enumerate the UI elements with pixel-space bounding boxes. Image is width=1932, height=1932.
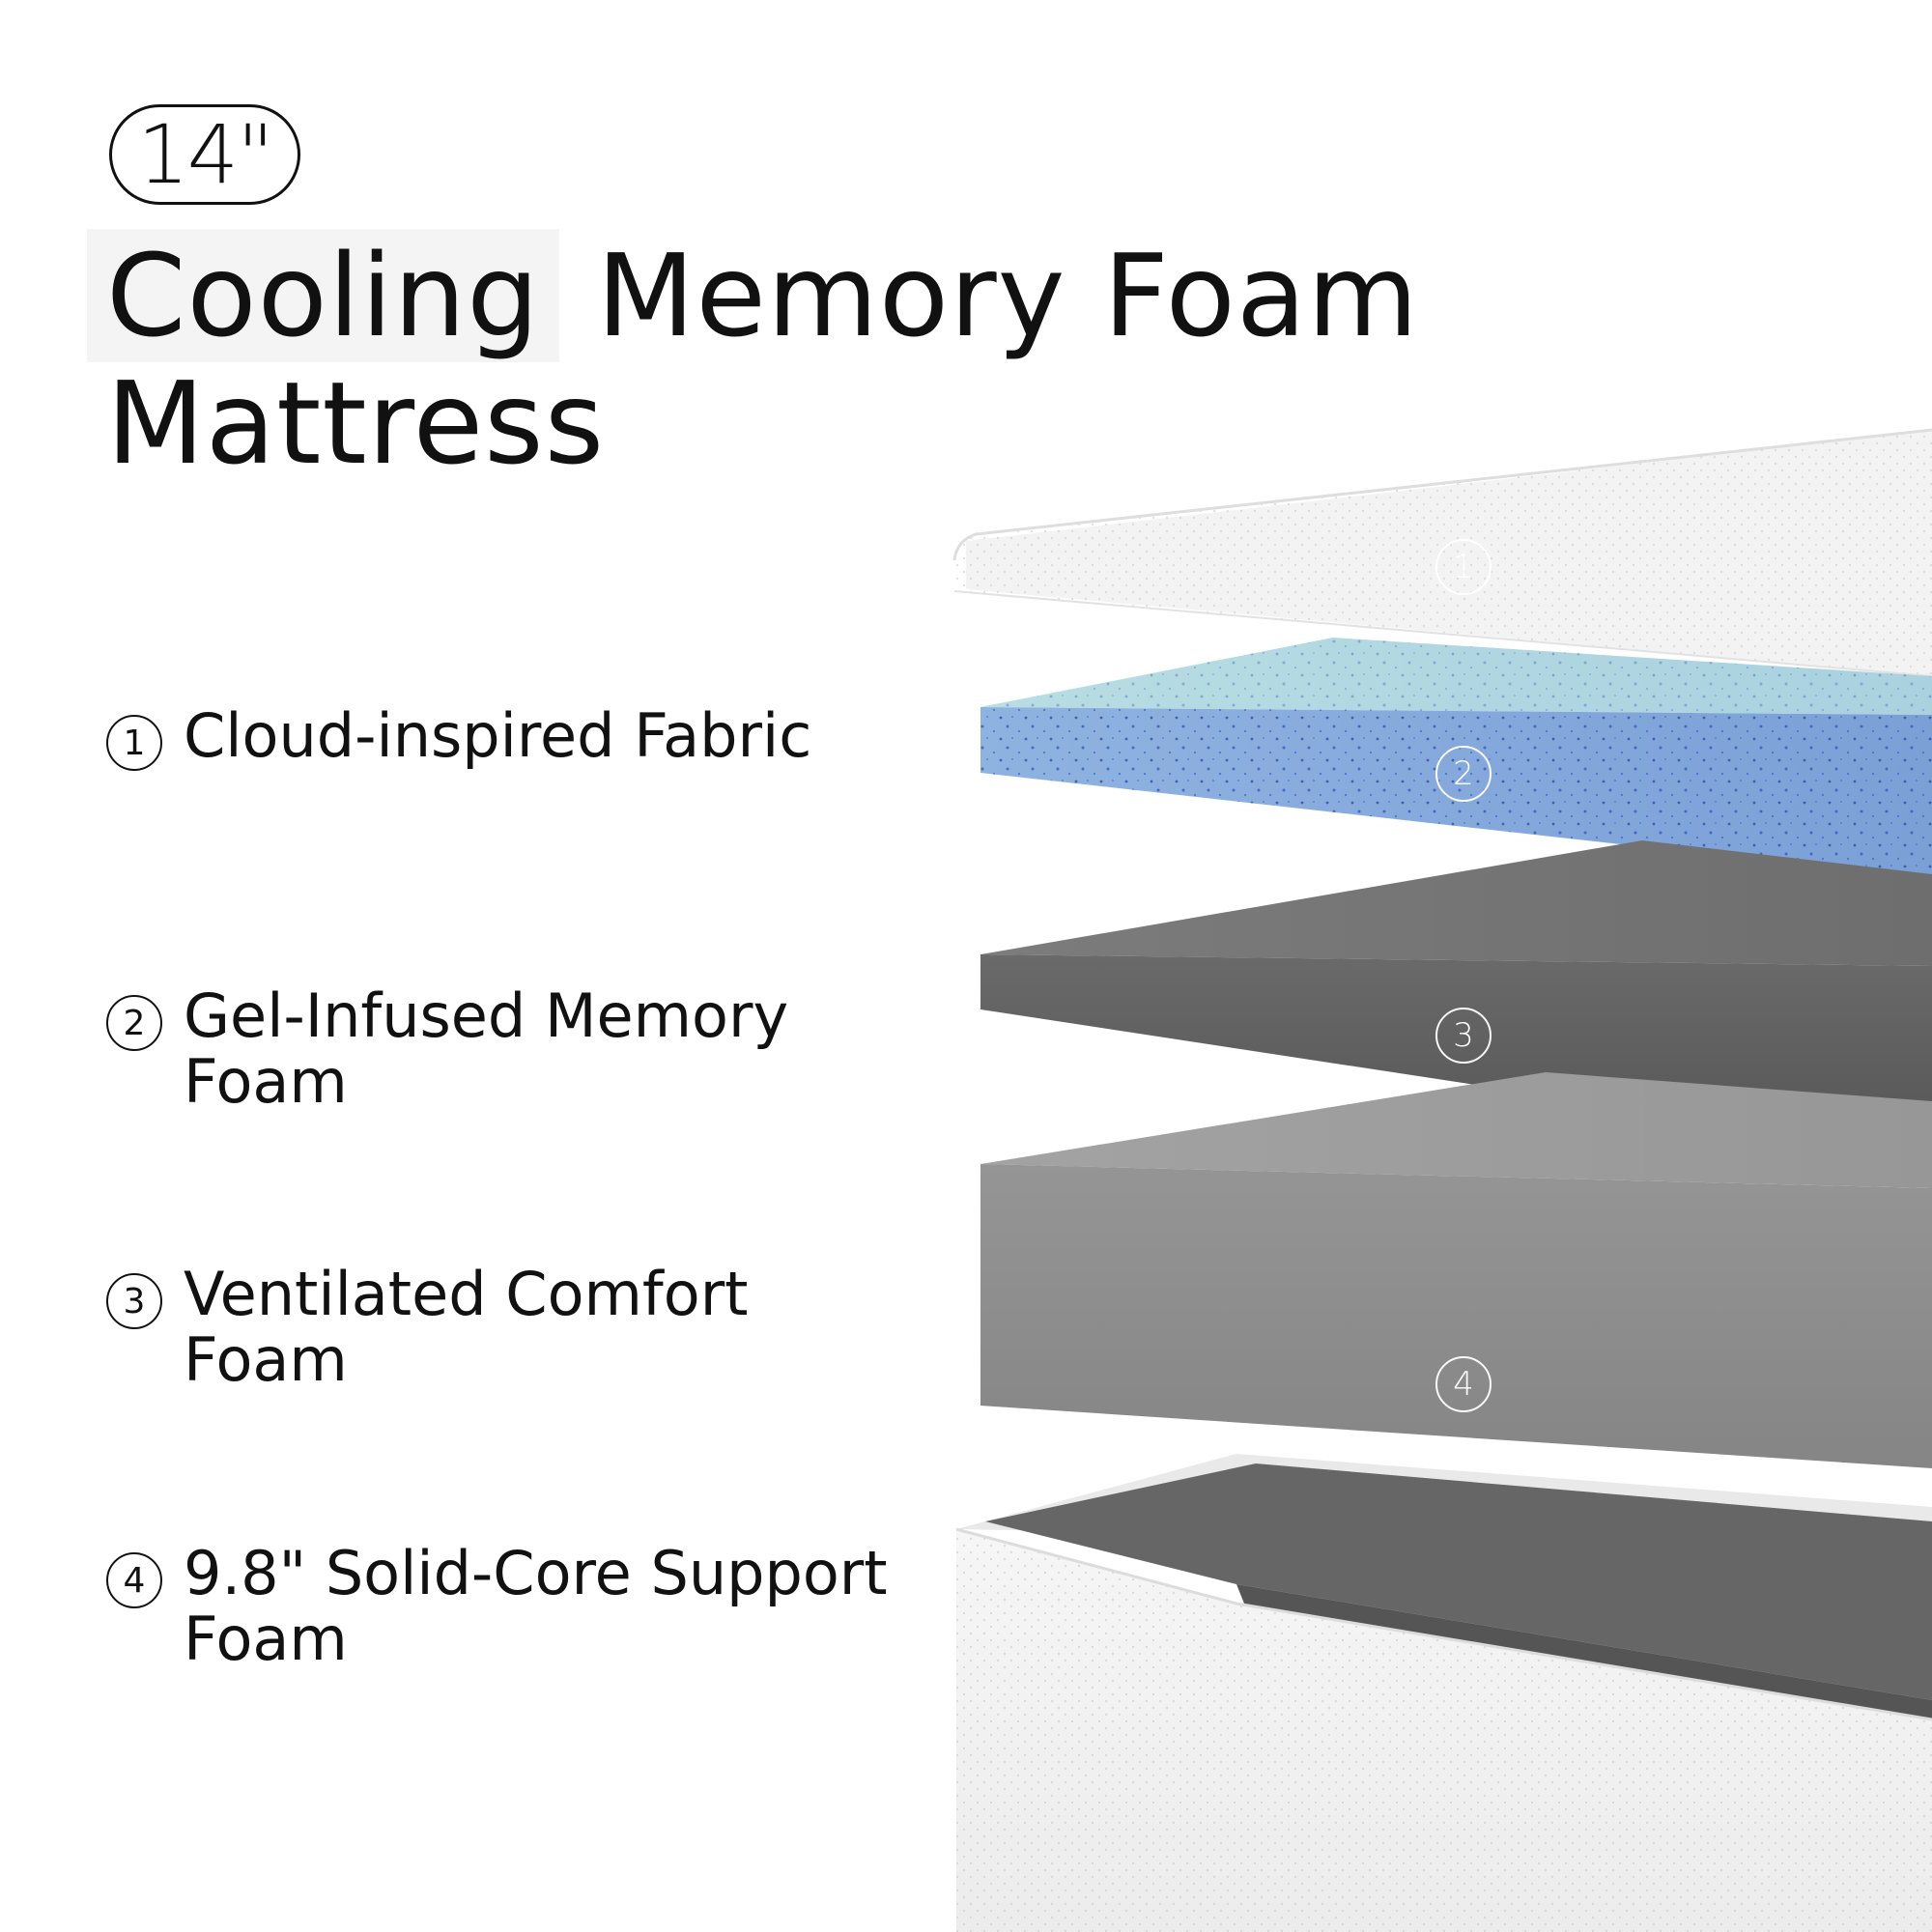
feature-number-3: 3 [106,1273,162,1329]
title-rest: Memory Foam [559,229,1420,362]
base-cover [955,1454,1932,1932]
feature-number-1: 1 [106,715,162,771]
feature-item-3: 3 Ventilated Comfort Foam [106,1262,840,1393]
feature-label-4: 9.8" Solid-Core Support Foam [184,1538,888,1674]
feature-number-2: 2 [106,995,162,1051]
layer-marker-2: 2 [1435,746,1492,802]
title-line2: Mattress [106,356,606,490]
feature-label-3: Ventilated Comfort Foam [184,1259,749,1395]
feature-item-2: 2 Gel-Infused Memory Foam [106,983,840,1115]
feature-number-4: 4 [106,1552,162,1608]
size-badge: 14" [109,104,300,205]
feature-label-1: Cloud-inspired Fabric [184,700,812,771]
feature-item-4: 4 9.8" Solid-Core Support Foam [106,1541,937,1672]
feature-item-1: 1 Cloud-inspired Fabric [106,703,937,771]
title-highlight: Cooling [87,229,560,362]
layer-marker-3: 3 [1435,1008,1492,1064]
feature-label-2: Gel-Infused Memory Foam [184,980,789,1117]
support-foam-layer [980,1072,1932,1468]
layer-marker-4: 4 [1435,1356,1492,1412]
layer-marker-1: 1 [1435,539,1492,595]
